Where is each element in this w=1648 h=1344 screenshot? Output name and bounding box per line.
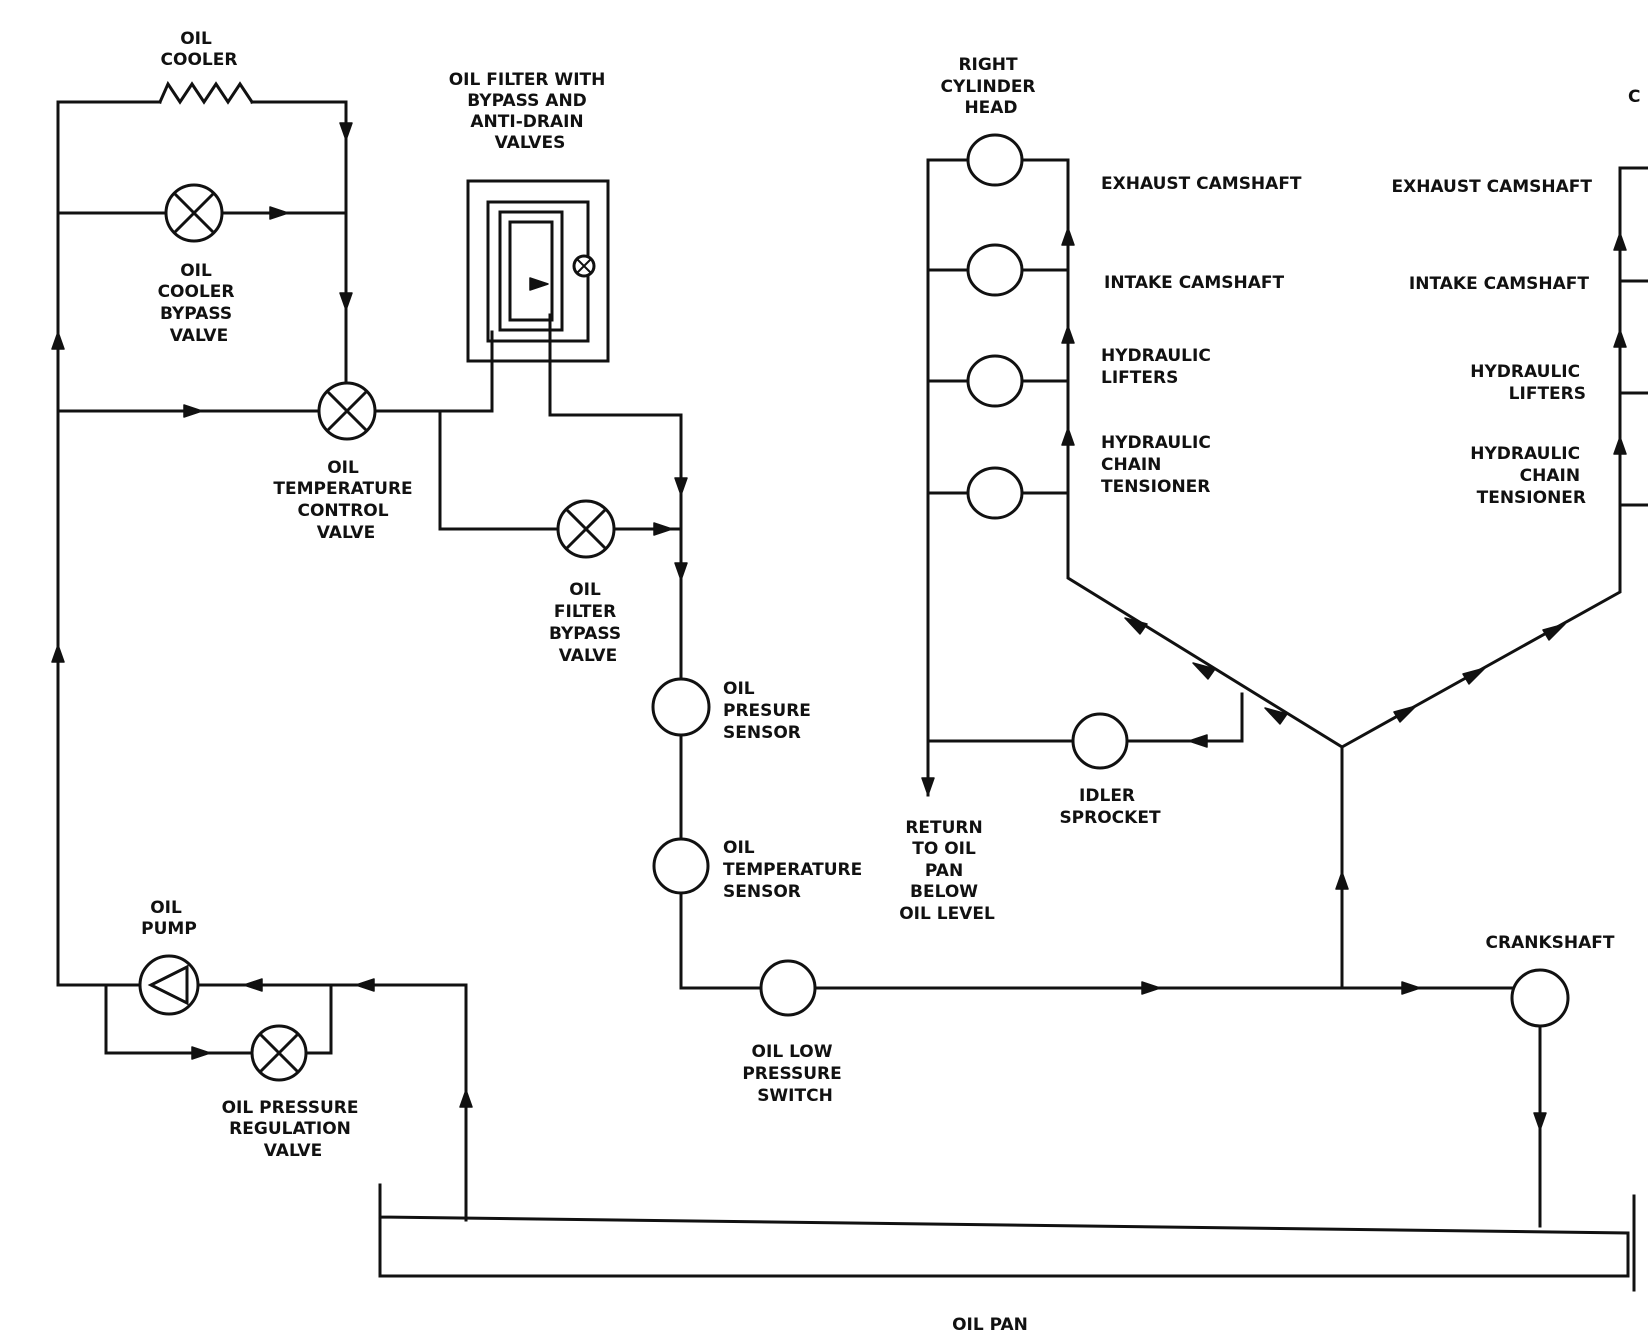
flow-arrows <box>51 122 1627 1131</box>
flow-arrow <box>339 122 353 141</box>
flow-arrow <box>1188 734 1208 748</box>
flow-arrow <box>243 978 263 992</box>
oil-filter-bypass-valve-label: OIL FILTER BYPASS VALVE <box>549 580 627 666</box>
hydraulic-lifters-node <box>966 354 1024 408</box>
hydraulic-chain-tensioner-node <box>966 466 1024 520</box>
right-hydraulic-lifters-label: HYDRAULIC LIFTERS <box>1101 346 1217 388</box>
oil-presure-sensor <box>651 677 711 737</box>
oil-cooler-symbol <box>158 80 255 105</box>
flow-arrow <box>51 644 65 663</box>
oil-low-pressure-switch <box>759 959 817 1017</box>
oil-temperature-sensor-label: OIL TEMPERATURE SENSOR <box>723 838 868 902</box>
oil-pump-label: OIL PUMP <box>141 898 197 939</box>
crankshaft-label: CRANKSHAFT <box>1486 933 1615 953</box>
oil-pan-label: OIL PAN <box>952 1315 1028 1335</box>
flow-arrow <box>1542 623 1566 641</box>
left-cylinder-head-label: C <box>1628 87 1640 107</box>
right-intake-camshaft-label: INTAKE CAMSHAFT <box>1104 273 1284 293</box>
oil-filter-label: OIL FILTER WITH BYPASS AND ANTI-DRAIN VA… <box>449 70 612 153</box>
right-cylinder-head-label: RIGHT CYLINDER HEAD <box>941 55 1042 118</box>
flow-arrow <box>1061 227 1075 246</box>
flow-arrow <box>355 978 375 992</box>
left-hydraulic-lifters-label: HYDRAULIC LIFTERS <box>1470 362 1586 404</box>
crankshaft <box>1510 968 1570 1028</box>
left-intake-camshaft-label: INTAKE CAMSHAFT <box>1409 274 1589 294</box>
return-to-oil-pan-label: RETURN TO OIL PAN BELOW OIL LEVEL <box>899 818 995 924</box>
anti-drain-valve-icon <box>572 254 596 278</box>
oil-cooler-label: OIL COOLER <box>161 29 238 70</box>
right-hydraulic-chain-tensioner-label: HYDRAULIC CHAIN TENSIONER <box>1101 433 1217 497</box>
oil-filter-bypass-valve <box>556 499 616 559</box>
idler-sprocket-label: IDLER SPROCKET <box>1059 786 1161 828</box>
flow-arrow <box>1124 617 1148 635</box>
flow-arrow <box>1192 662 1216 680</box>
oil-temperature-control-valve-label: OIL TEMPERATURE CONTROL VALVE <box>273 458 418 543</box>
oil-temperature-sensor <box>652 837 710 895</box>
oil-pump <box>138 954 200 1016</box>
oil-temperature-control-valve <box>317 381 377 441</box>
flow-arrow <box>183 404 203 418</box>
flow-arrow <box>1613 329 1627 348</box>
oil-pressure-regulation-valve <box>250 1024 308 1082</box>
flow-arrow <box>1264 707 1288 725</box>
flow-arrow <box>1401 981 1421 995</box>
flow-arrow <box>1061 325 1075 344</box>
flow-arrow <box>1335 871 1349 890</box>
flow-arrow <box>1533 1112 1547 1131</box>
oil-lines <box>56 100 1648 1292</box>
flow-arrow <box>674 562 688 581</box>
oil-filter <box>466 179 610 363</box>
flow-arrow <box>1613 232 1627 251</box>
oil-cooler-bypass-valve-label: OIL COOLER BYPASS VALVE <box>158 261 241 346</box>
flow-arrow <box>51 331 65 350</box>
flow-arrow <box>529 277 549 291</box>
right-exhaust-camshaft-label: EXHAUST CAMSHAFT <box>1101 174 1302 194</box>
oil-low-pressure-switch-label: OIL LOW PRESSURE SWITCH <box>742 1042 847 1106</box>
left-exhaust-camshaft-label: EXHAUST CAMSHAFT <box>1391 177 1592 197</box>
flow-arrow <box>1393 705 1417 723</box>
flow-arrow <box>1061 427 1075 446</box>
flow-arrow <box>459 1089 473 1108</box>
flow-arrow <box>1141 981 1161 995</box>
flow-arrow <box>1613 436 1627 455</box>
flow-arrow <box>191 1046 211 1060</box>
flow-arrow <box>674 477 688 496</box>
flow-arrow <box>921 777 935 796</box>
oil-cooler-bypass-valve <box>164 183 224 243</box>
flow-arrow <box>1462 667 1486 685</box>
flow-arrow <box>653 522 673 536</box>
left-hydraulic-chain-tensioner-label: HYDRAULIC CHAIN TENSIONER <box>1470 444 1586 508</box>
exhaust-camshaft-bearing <box>966 133 1024 187</box>
idler-sprocket <box>1071 712 1129 770</box>
oil-presure-sensor-label: OIL PRESURE SENSOR <box>723 679 817 743</box>
oil-pressure-regulation-valve-label: OIL PRESSURE REGULATION VALVE <box>222 1098 365 1161</box>
flow-arrow <box>339 292 353 311</box>
intake-camshaft-bearing <box>966 243 1024 297</box>
flow-arrow <box>269 206 289 220</box>
